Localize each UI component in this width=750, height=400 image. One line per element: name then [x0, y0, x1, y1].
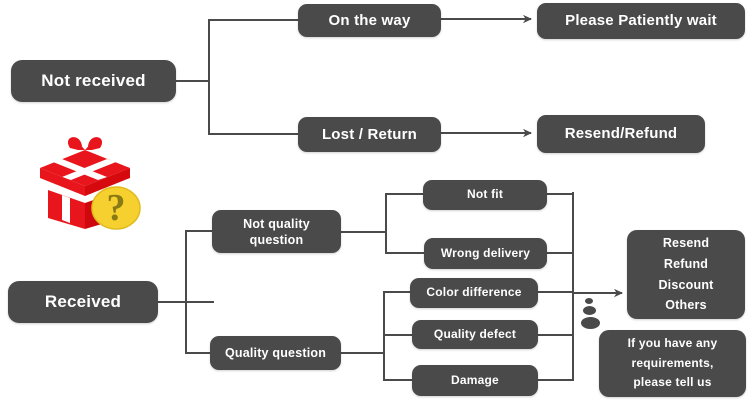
collector-from-not-fit — [546, 193, 574, 195]
connector-quality-bracket — [383, 292, 385, 381]
node-not-quality-question[interactable]: Not quality question — [212, 210, 341, 253]
connector-to-quality-defect — [383, 334, 414, 336]
option-refund: Refund — [663, 256, 709, 271]
ellipsis-dot-medium — [583, 306, 596, 315]
node-damage[interactable]: Damage — [412, 365, 538, 396]
collector-rail — [572, 192, 574, 381]
node-wrong-delivery-label: Wrong delivery — [440, 245, 531, 260]
node-lost-return[interactable]: Lost / Return — [298, 117, 441, 152]
node-not-fit-label: Not fit — [466, 187, 504, 202]
node-lost-return-label: Lost / Return — [321, 125, 418, 143]
connector-to-on-the-way — [208, 19, 300, 21]
node-not-quality-question-label-line2: question — [249, 232, 304, 247]
option-resend: Resend — [662, 236, 710, 251]
node-not-received-label: Not received — [41, 71, 146, 91]
collector-from-quality-defect — [537, 334, 574, 336]
connector-to-quality — [185, 352, 212, 354]
node-on-the-way-label: On the way — [328, 11, 411, 29]
connector-to-wrong-delivery — [385, 252, 426, 254]
node-resend-refund-label: Resend/Refund — [564, 125, 678, 143]
connector-quality-stem — [341, 352, 385, 354]
node-not-quality-question-label-line1: Not quality — [243, 216, 310, 231]
collector-from-wrong-delivery — [546, 252, 574, 254]
connector-not-quality-stem — [341, 231, 387, 233]
option-others: Others — [665, 298, 707, 313]
node-received-label: Received — [44, 292, 122, 312]
collector-from-color-difference — [537, 291, 574, 293]
node-color-difference[interactable]: Color difference — [410, 278, 538, 308]
connector-not-received-bracket — [208, 20, 210, 134]
node-please-patiently-wait[interactable]: Please Patiently wait — [537, 3, 745, 39]
node-please-patiently-wait-label: Please Patiently wait — [565, 12, 717, 30]
node-wrong-delivery[interactable]: Wrong delivery — [424, 238, 547, 269]
node-on-the-way[interactable]: On the way — [298, 4, 441, 37]
svg-text:?: ? — [107, 187, 126, 229]
node-quality-defect[interactable]: Quality defect — [412, 320, 538, 349]
node-quality-question[interactable]: Quality question — [210, 336, 341, 370]
node-quality-defect-label: Quality defect — [433, 326, 517, 341]
node-resolution-options[interactable]: Resend Refund Discount Others — [627, 230, 745, 319]
node-color-difference-label: Color difference — [426, 285, 522, 300]
connector-not-quality-bracket — [385, 194, 387, 254]
node-not-received[interactable]: Not received — [11, 60, 176, 102]
connector-received-bracket — [185, 231, 187, 353]
node-not-fit[interactable]: Not fit — [423, 180, 547, 210]
connector-not-received-stem — [176, 80, 210, 82]
ellipsis-dot-small — [585, 298, 593, 304]
connector-to-damage — [383, 379, 414, 381]
node-requirements-note-line3: please tell us — [633, 375, 712, 390]
connector-to-not-fit — [385, 193, 425, 195]
connector-to-not-quality — [185, 230, 214, 232]
connector-to-color-difference — [383, 291, 413, 293]
ellipsis-dot-large — [581, 317, 600, 329]
node-requirements-note[interactable]: If you have any requirements, please tel… — [599, 330, 746, 397]
node-damage-label: Damage — [451, 372, 499, 387]
gift-box-question-icon: ? — [40, 137, 141, 230]
option-discount: Discount — [658, 277, 714, 292]
node-requirements-note-line1: If you have any — [627, 335, 718, 350]
node-quality-question-label: Quality question — [224, 346, 327, 360]
node-received[interactable]: Received — [8, 281, 158, 323]
connector-to-lost-return — [208, 133, 300, 135]
collector-from-damage — [537, 379, 574, 381]
node-resend-refund[interactable]: Resend/Refund — [537, 115, 705, 153]
node-requirements-note-line2: requirements, — [631, 355, 714, 370]
